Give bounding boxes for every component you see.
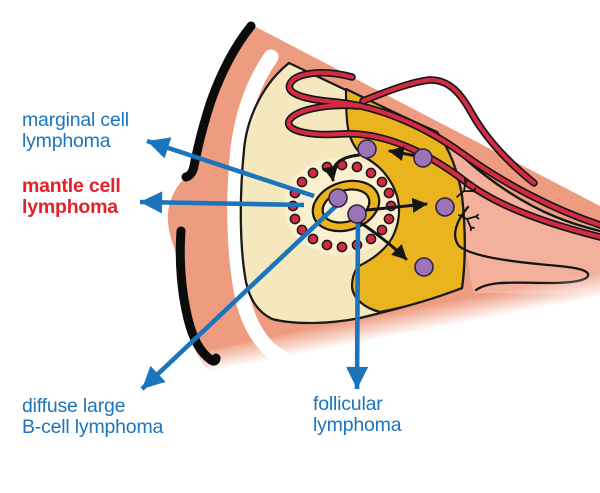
arrow-to-plasma-cell <box>365 197 428 213</box>
label-line: follicular <box>313 393 383 415</box>
sinus-channel-line <box>461 155 600 233</box>
cell-migration-arrows <box>323 146 428 261</box>
arrow-marginal-cell-lymphoma <box>146 137 315 199</box>
b-cell <box>413 148 433 168</box>
mantle-zone-dots <box>287 159 397 253</box>
bottom-fade <box>165 268 600 470</box>
label-line: lymphoma <box>22 195 118 218</box>
plasma-cell <box>435 197 455 217</box>
label-follicular-lymphoma: follicular lymphoma <box>313 393 402 436</box>
arrow-mantle-cell-lymphoma <box>139 191 305 214</box>
label-line: lymphoma <box>22 129 111 152</box>
blood-vessels <box>286 70 600 240</box>
label-line: lymphoma <box>313 413 402 436</box>
label-line: mantle cell <box>22 175 121 197</box>
label-mantle-cell-lymphoma: mantle cell lymphoma <box>22 176 121 217</box>
arrow-out-of-follicle <box>359 221 408 261</box>
label-line: diffuse large <box>22 395 126 417</box>
label-marginal-cell-lymphoma: marginal cell lymphoma <box>22 110 129 151</box>
b-cell <box>414 257 434 277</box>
b-cell <box>328 188 348 208</box>
b-cell <box>357 139 377 159</box>
arrow-cell-to-cell <box>388 146 419 161</box>
label-line: marginal cell <box>22 109 129 131</box>
b-cell <box>347 204 367 224</box>
label-pointer-arrows <box>139 137 369 391</box>
label-diffuse-large-b-cell-lymphoma: diffuse large B-cell lymphoma <box>22 396 163 437</box>
arrow-follicular-lymphoma <box>346 216 369 390</box>
label-line: B-cell lymphoma <box>22 415 164 438</box>
arrow-into-follicle <box>323 153 361 182</box>
subcapsular-sinus <box>227 49 290 366</box>
arrow-diffuse-large-b-cell-lymphoma <box>140 203 339 391</box>
